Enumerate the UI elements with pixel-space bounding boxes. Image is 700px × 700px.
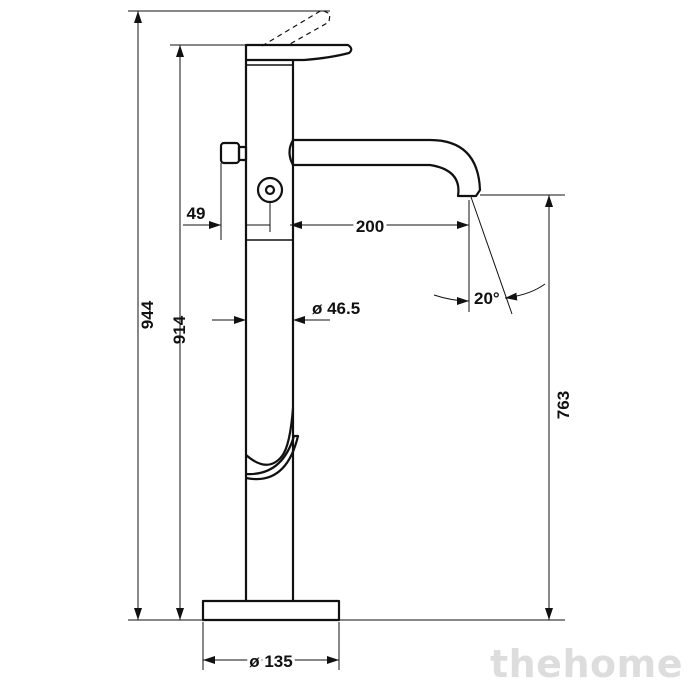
shower-cradle-curve [245, 407, 295, 466]
column-body [244, 60, 295, 601]
dimension-lines [128, 10, 565, 670]
dim-angle-label: 20° [474, 289, 500, 308]
handle-lever [244, 43, 353, 62]
dim-46-5-label: ø 46.5 [312, 299, 360, 318]
base-plate [201, 599, 341, 622]
spout-cap [288, 139, 294, 166]
dim-944-label: 944 [138, 300, 157, 329]
watermark-logo-text: thehome [490, 642, 683, 686]
shower-cradle-hook [245, 434, 300, 481]
hose-connector [256, 176, 284, 204]
hose-connector-core [264, 184, 276, 196]
handle-open-position [261, 9, 331, 47]
diverter-button-neck [237, 145, 248, 162]
dim-763-label: 763 [554, 391, 573, 419]
angle-arc-left [433, 294, 470, 305]
diverter-button [219, 141, 241, 165]
angle-arc-right [504, 283, 546, 301]
faucet-outline [201, 9, 482, 622]
spout [293, 138, 482, 198]
dim-135-label: ø 135 [249, 652, 292, 671]
dim-200-label: 200 [356, 217, 384, 236]
dim-49-label: 49 [187, 204, 206, 223]
dim-914-label: 914 [170, 315, 189, 344]
